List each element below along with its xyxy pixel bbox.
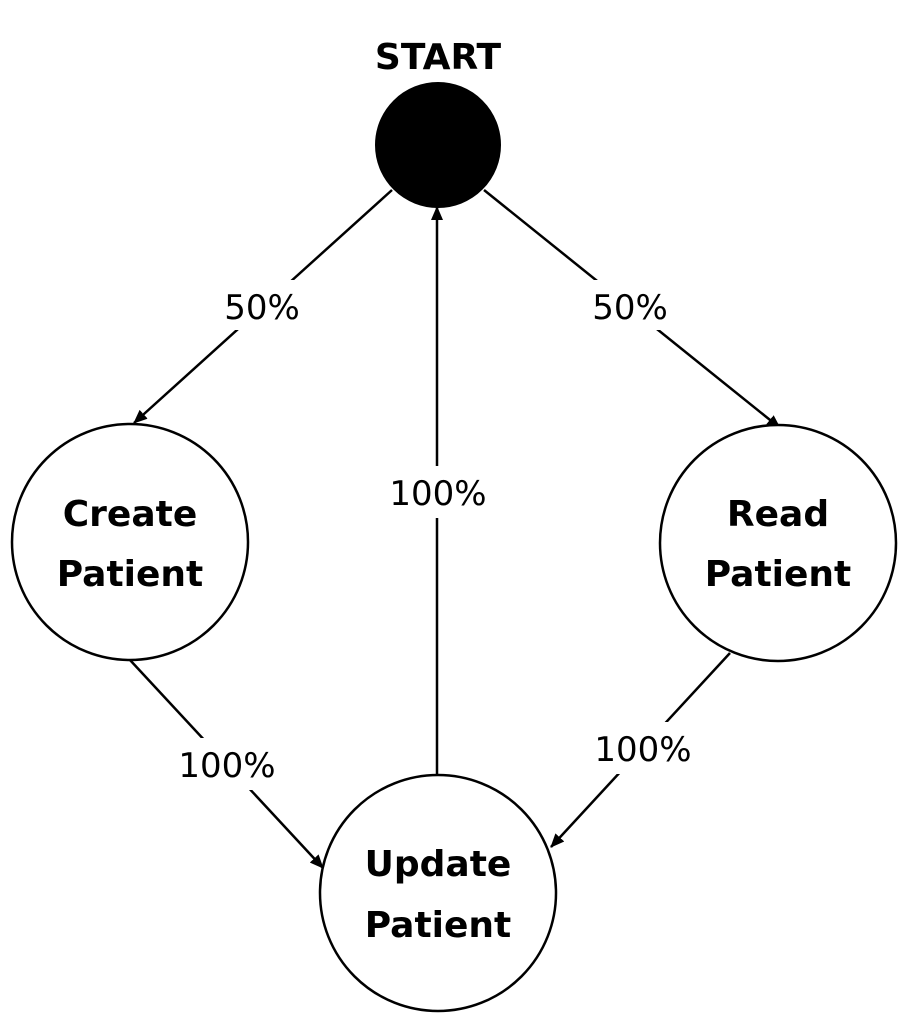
edge-label-bg <box>580 280 680 330</box>
start-node <box>375 82 501 208</box>
edge-label-bg <box>580 722 706 774</box>
create-patient-node <box>10 422 250 662</box>
update-patient-label-line2: Patient <box>365 905 512 946</box>
start-label: START <box>375 37 502 78</box>
read-patient-label-line1: Read <box>727 494 829 535</box>
read-patient-node <box>658 423 898 663</box>
read-patient-label-line2: Patient <box>705 554 852 595</box>
edge-label-bg <box>164 738 290 790</box>
create-patient-label-line2: Patient <box>57 554 204 595</box>
update-patient-label-line1: Update <box>365 844 512 885</box>
edge-label-create-to-update: 100% <box>178 746 275 786</box>
edge-label-update-to-start: 100% <box>389 474 486 514</box>
edge-label-read-to-update: 100% <box>594 730 691 770</box>
edge-label-start-to-create: 50% <box>224 288 300 328</box>
edge-label-bg <box>378 466 498 518</box>
edge-label-bg <box>212 280 312 330</box>
edge-label-start-to-read: 50% <box>592 288 668 328</box>
create-patient-label-line1: Create <box>63 494 198 535</box>
update-patient-node <box>318 773 558 1013</box>
